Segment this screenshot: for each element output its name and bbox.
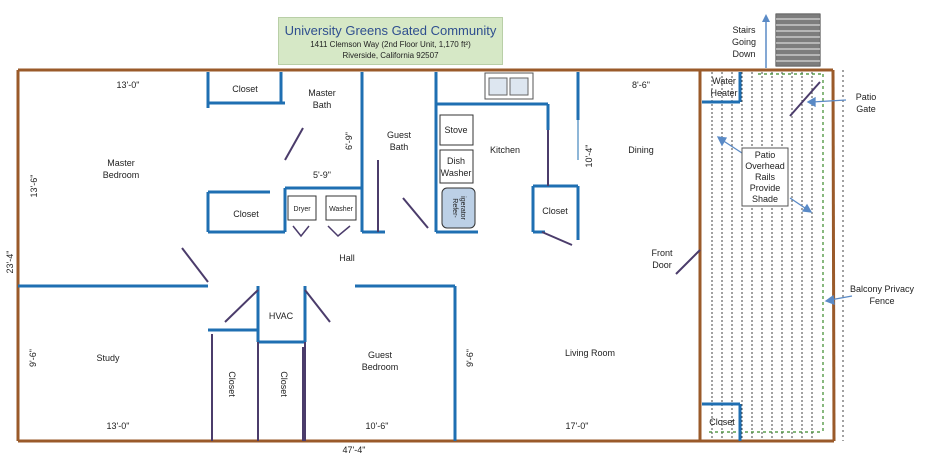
patio-rails-label-5: Shade: [752, 194, 778, 204]
plan-address: 1411 Clemson Way (2nd Floor Unit, 1,170 …: [310, 40, 471, 49]
dim-master-bath-width: 5'-9": [313, 170, 331, 180]
closet-label-master-bath: Closet: [232, 84, 258, 94]
stairs-label-1: Stairs: [732, 25, 756, 35]
patio-gate-label-2: Gate: [856, 104, 876, 114]
dishwasher: [439, 149, 474, 184]
appliance-labels: Stove Dish Washer Dryer Washer Refer- ig…: [293, 125, 471, 221]
front-door-label-2: Door: [652, 260, 672, 270]
dim-study-depth: 9'-6": [28, 349, 38, 367]
master-bedroom-label-1: Master: [107, 158, 135, 168]
master-bedroom-label-2: Bedroom: [103, 170, 140, 180]
fridge-label-1: Refer-: [451, 198, 458, 218]
closet-label-master-bedroom: Closet: [233, 209, 259, 219]
patio-rails-label-3: Rails: [755, 172, 776, 182]
study-label: Study: [96, 353, 120, 363]
dining-label: Dining: [628, 145, 654, 155]
kitchen-sink: [484, 72, 534, 100]
stairs: [775, 13, 821, 67]
dim-master-depth: 13'-6": [29, 175, 39, 198]
master-bath-label-1: Master: [308, 88, 336, 98]
callout-labels: Stairs Going Down Patio Gate Patio Overh…: [732, 25, 915, 306]
door-swings: [181, 81, 821, 441]
dim-master-width: 13'-0": [117, 80, 140, 90]
closet-label-kitchen: Closet: [542, 206, 568, 216]
patio-rails-box: [741, 147, 789, 207]
patio-rails-label-1: Patio: [755, 150, 776, 160]
stairs-label-2: Going: [732, 37, 756, 47]
water-heater-label-1: Water: [712, 76, 736, 86]
dim-overall-depth: 23'-4": [5, 251, 15, 274]
dim-living-depth: 9'-6": [465, 349, 475, 367]
interior-walls: [18, 72, 742, 441]
refrigerator: [441, 187, 476, 229]
stairs-label-3: Down: [732, 49, 755, 59]
washer-label: Washer: [329, 206, 354, 213]
stove: [439, 114, 474, 146]
title-box: University Greens Gated Community 1411 C…: [278, 17, 503, 65]
patio-gate-label-1: Patio: [856, 92, 877, 102]
laundry-doors: [292, 225, 351, 238]
patio-rails: [711, 72, 813, 438]
outer-walls: [16, 68, 836, 443]
patio-rails-label-2: Overhead: [745, 161, 785, 171]
dim-overall-width: 47'-4": [343, 445, 366, 455]
dryer-label: Dryer: [293, 206, 311, 213]
dim-dining-width: 8'-6": [632, 80, 650, 90]
fridge-label-2: igerator: [459, 196, 466, 220]
living-room-label: Living Room: [565, 348, 615, 358]
dishwasher-label-2: Washer: [441, 168, 472, 178]
room-labels: Master Bedroom Master Bath Guest Bath Ki…: [96, 76, 737, 372]
plan-city: Riverside, California 92507: [342, 51, 439, 60]
closet-label-study: Closet: [227, 371, 237, 397]
laundry-units: [287, 195, 357, 221]
dim-master-bath-height: 6'-9": [344, 132, 354, 150]
closet-label-hvac: Closet: [279, 371, 289, 397]
plan-title: University Greens Gated Community: [284, 23, 497, 38]
guest-bedroom-label-2: Bedroom: [362, 362, 399, 372]
guest-bedroom-label-1: Guest: [368, 350, 393, 360]
dim-guest-width: 10'-6": [366, 421, 389, 431]
dimension-labels: 13'-0" 6'-9" 5'-9" 13'-6" 23'-4" 9'-6" 1…: [5, 80, 650, 455]
dim-study-width: 13'-0": [107, 421, 130, 431]
stairs-arrow: [762, 14, 770, 68]
callout-arrows: [716, 96, 853, 305]
balcony-fence-label-1: Balcony Privacy: [850, 284, 915, 294]
guest-bath-label-1: Guest: [387, 130, 412, 140]
hvac-label: HVAC: [269, 311, 294, 321]
closet-labels: Closet Closet Closet Closet Closet Close…: [227, 84, 735, 427]
front-door-label-1: Front: [651, 248, 673, 258]
master-bath-label-2: Bath: [313, 100, 332, 110]
dim-dining-depth: 10'-4": [584, 145, 594, 168]
guest-bath-label-2: Bath: [390, 142, 409, 152]
dim-living-width: 17'-0": [566, 421, 589, 431]
balcony-fence-label-2: Fence: [869, 296, 894, 306]
closet-label-patio: Closet: [709, 417, 735, 427]
water-heater-label-2: Heater: [710, 88, 737, 98]
stove-label: Stove: [444, 125, 467, 135]
hall-label: Hall: [339, 253, 355, 263]
patio-rails-label-4: Provide: [750, 183, 781, 193]
balcony-fence: [709, 73, 824, 433]
kitchen-label: Kitchen: [490, 145, 520, 155]
dishwasher-label-1: Dish: [447, 156, 465, 166]
